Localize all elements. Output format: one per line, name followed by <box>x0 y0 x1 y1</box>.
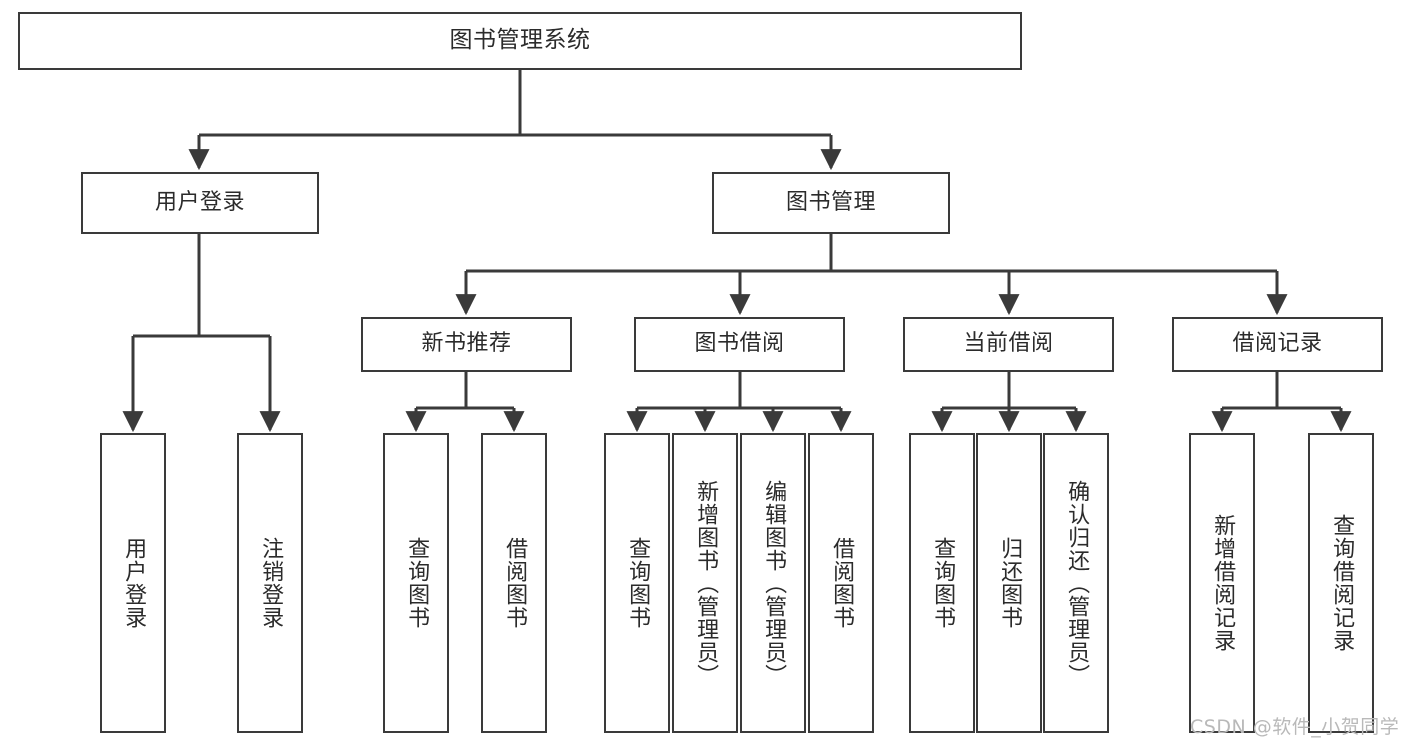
leaf-logout-login[interactable]: 注销登录 <box>237 433 303 733</box>
node-label: 查询图书 <box>625 537 651 629</box>
node-book-management[interactable]: 图书管理 <box>712 172 950 234</box>
node-label: 图书管理系统 <box>449 27 591 54</box>
leaf-confirm-return-admin[interactable]: 确认归还（管理员） <box>1043 433 1109 733</box>
leaf-add-borrow-record[interactable]: 新增借阅记录 <box>1189 433 1255 733</box>
node-root-book-management-system[interactable]: 图书管理系统 <box>18 12 1022 70</box>
leaf-user-login[interactable]: 用户登录 <box>100 433 166 733</box>
leaf-query-book-2[interactable]: 查询图书 <box>604 433 670 733</box>
node-label: 借阅图书 <box>502 537 528 629</box>
node-label: 确认归还（管理员） <box>1064 479 1090 687</box>
node-new-book-recommend[interactable]: 新书推荐 <box>361 317 572 372</box>
node-label: 图书借阅 <box>694 331 785 357</box>
node-user-login[interactable]: 用户登录 <box>81 172 319 234</box>
node-label: 新增图书（管理员） <box>693 479 719 687</box>
node-label: 图书管理 <box>785 189 876 215</box>
node-label: 查询图书 <box>930 537 956 629</box>
leaf-borrow-book-2[interactable]: 借阅图书 <box>808 433 874 733</box>
leaf-query-book-1[interactable]: 查询图书 <box>383 433 449 733</box>
leaf-return-book[interactable]: 归还图书 <box>976 433 1042 733</box>
node-label: 借阅图书 <box>829 537 855 629</box>
node-label: 用户登录 <box>154 189 245 215</box>
leaf-add-book-admin[interactable]: 新增图书（管理员） <box>672 433 738 733</box>
node-current-borrow[interactable]: 当前借阅 <box>903 317 1114 372</box>
node-label: 编辑图书（管理员） <box>761 479 787 687</box>
node-borrow-record[interactable]: 借阅记录 <box>1172 317 1383 372</box>
node-label: 当前借阅 <box>963 331 1054 357</box>
node-label: 注销登录 <box>258 537 284 629</box>
node-label: 用户登录 <box>121 537 147 629</box>
csdn-watermark: CSDN @软件_小贺同学 <box>1190 716 1400 738</box>
node-label: 新增借阅记录 <box>1210 514 1236 652</box>
node-book-borrow[interactable]: 图书借阅 <box>634 317 845 372</box>
node-label: 借阅记录 <box>1232 331 1323 357</box>
node-label: 查询借阅记录 <box>1329 514 1355 652</box>
leaf-query-borrow-record[interactable]: 查询借阅记录 <box>1308 433 1374 733</box>
node-label: 新书推荐 <box>421 331 512 357</box>
leaf-borrow-book-1[interactable]: 借阅图书 <box>481 433 547 733</box>
node-label: 归还图书 <box>997 537 1023 629</box>
leaf-edit-book-admin[interactable]: 编辑图书（管理员） <box>740 433 806 733</box>
node-label: 查询图书 <box>404 537 430 629</box>
leaf-query-book-3[interactable]: 查询图书 <box>909 433 975 733</box>
